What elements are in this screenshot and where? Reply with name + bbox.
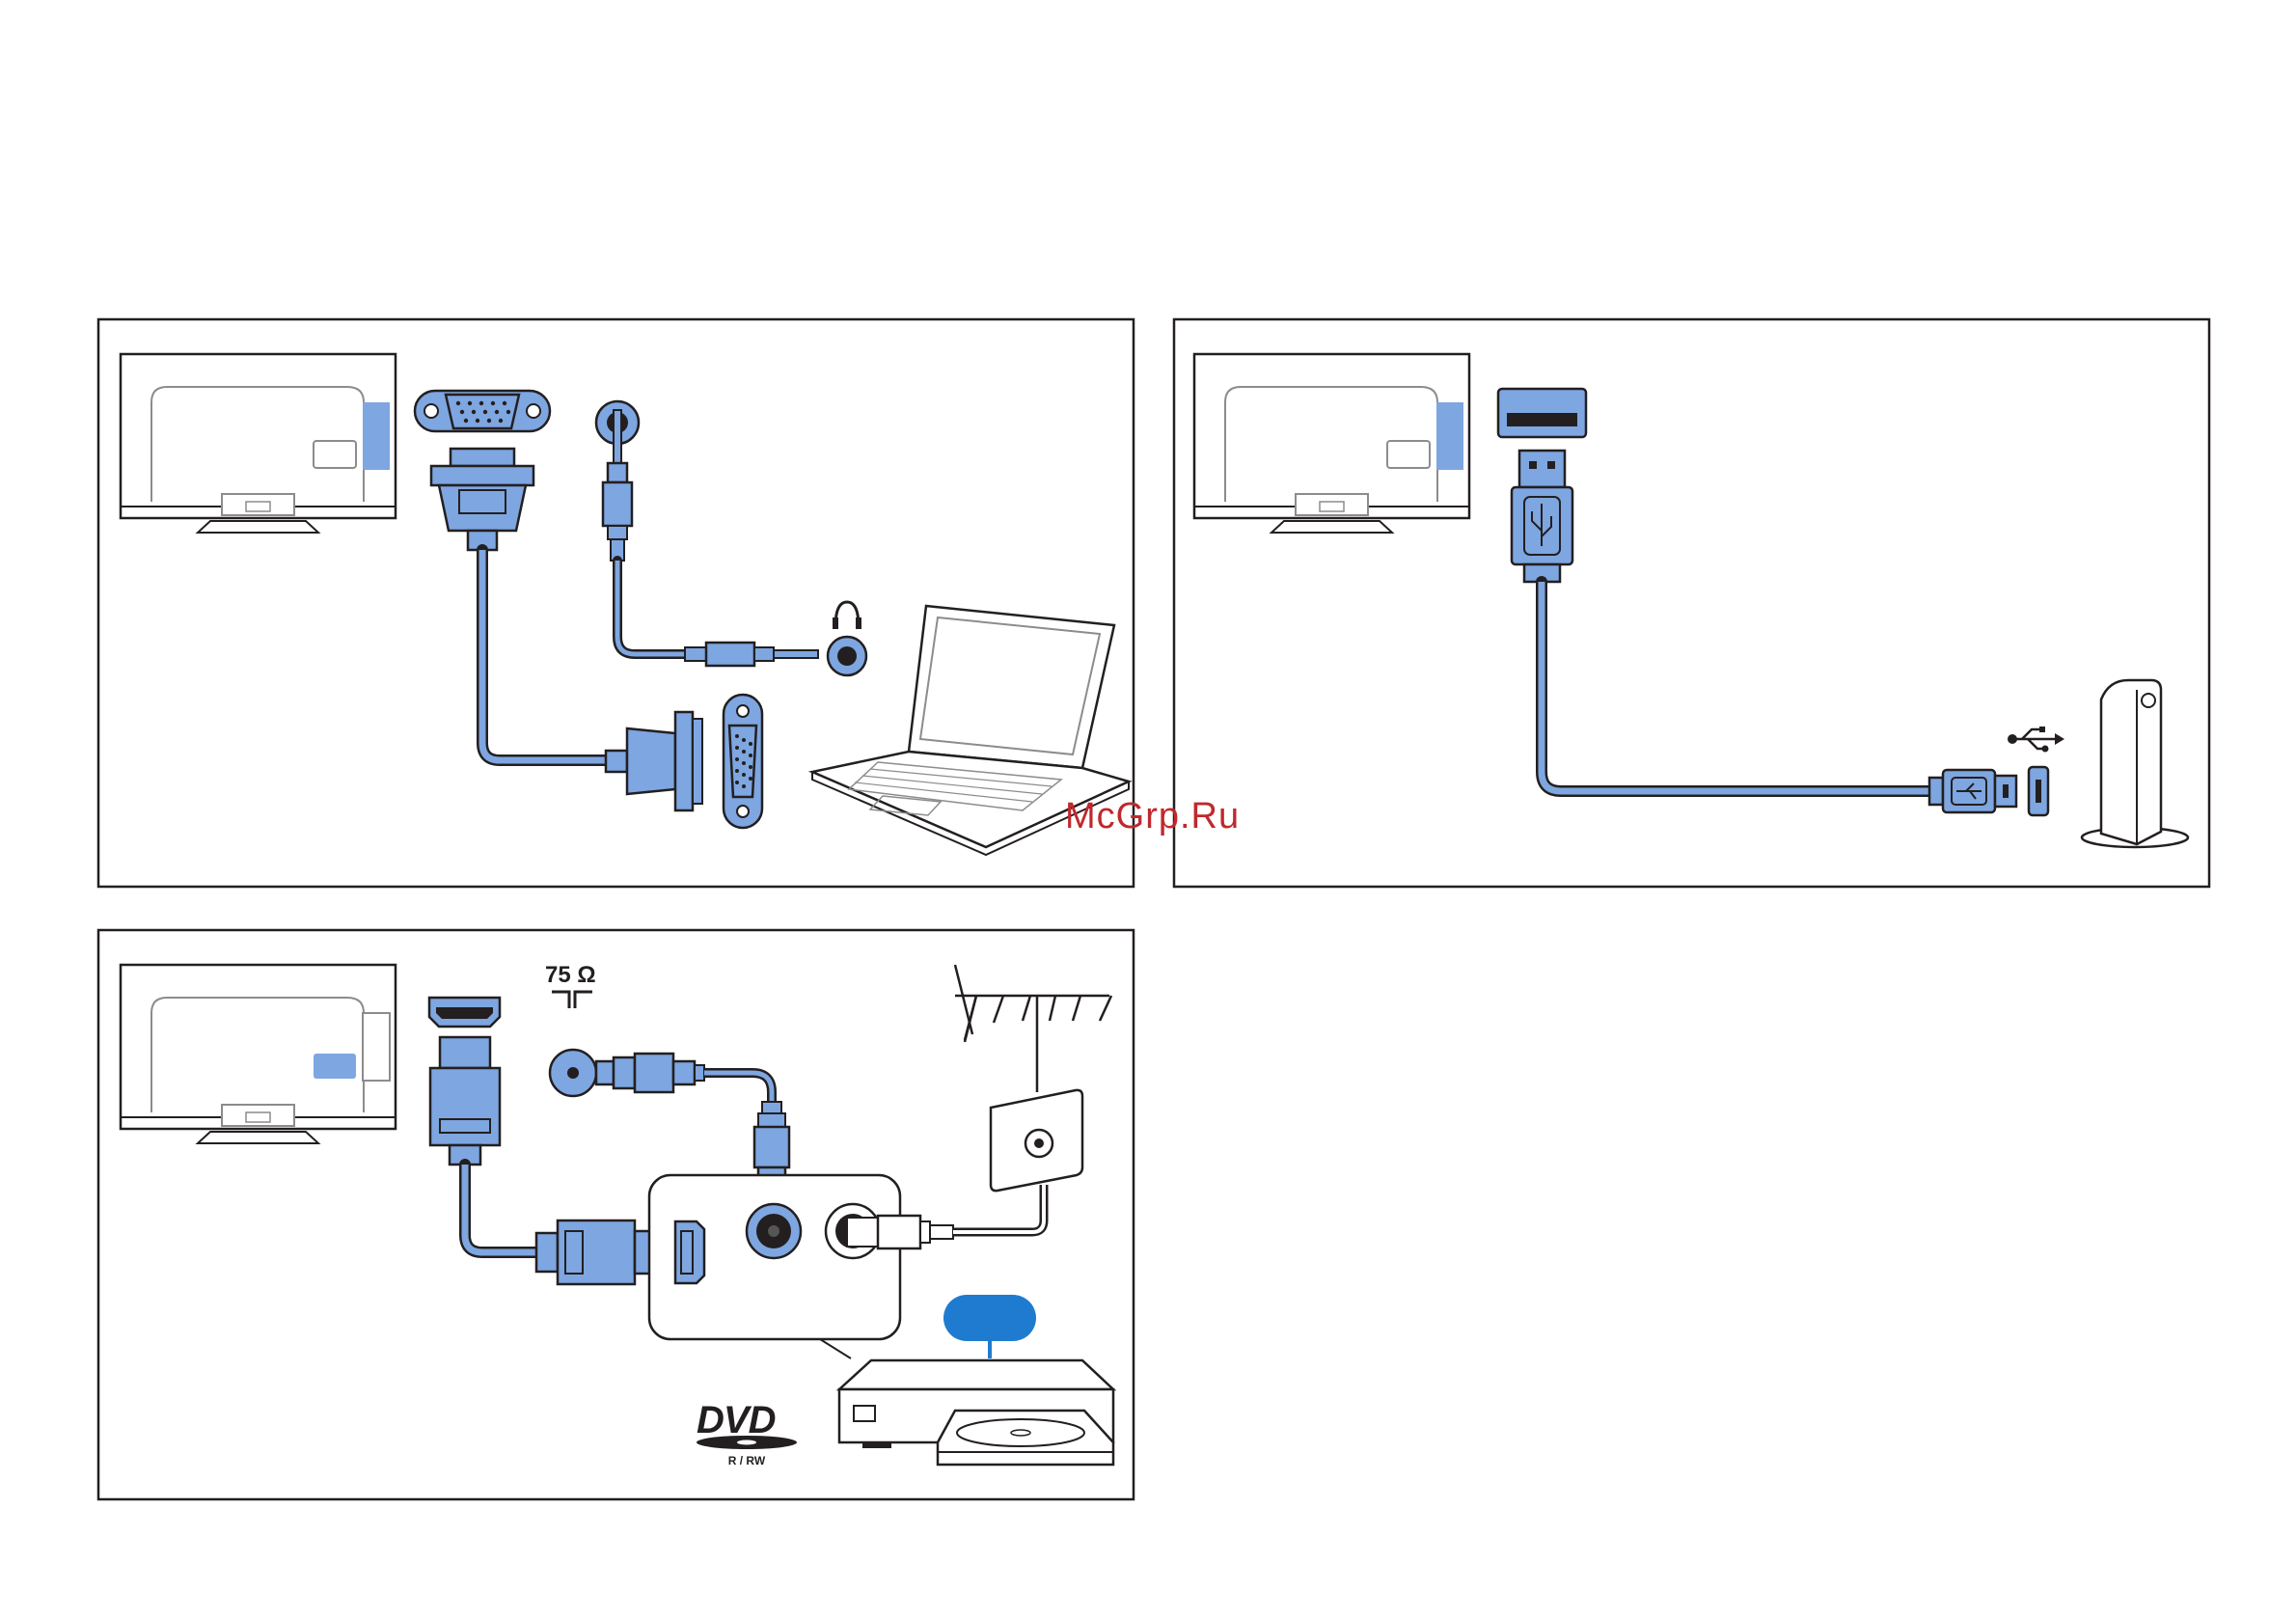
usb-plug-icon	[1512, 451, 1572, 582]
tv-icon	[121, 354, 396, 533]
hdmi-plug-icon	[430, 1037, 500, 1165]
usb-port-drive-icon	[2029, 767, 2048, 815]
tv-icon	[121, 965, 396, 1143]
dvd-back-panel	[649, 1175, 900, 1339]
device-badge	[943, 1295, 1036, 1341]
usb-port-icon	[1498, 389, 1586, 437]
panel-usb	[1174, 319, 2209, 887]
tv-icon	[1194, 354, 1469, 533]
vga-port-laptop-icon	[724, 695, 762, 828]
wall-socket-icon	[991, 1090, 1082, 1191]
dvd-logo-text: DVD	[697, 1399, 776, 1441]
dvd-logo-subtext: R / RW	[728, 1454, 766, 1467]
watermark: McGrp.Ru	[1065, 796, 1240, 836]
usb-plug-drive-icon	[1929, 770, 2016, 812]
panel-vga-audio	[98, 319, 1134, 887]
impedance-label: 75 Ω	[545, 962, 596, 988]
headphone-jack-laptop-icon	[828, 637, 866, 675]
hdmi-port-icon	[429, 998, 500, 1027]
panel-hdmi-antenna: 75 Ω	[98, 930, 1134, 1499]
vga-port-icon	[415, 391, 550, 431]
